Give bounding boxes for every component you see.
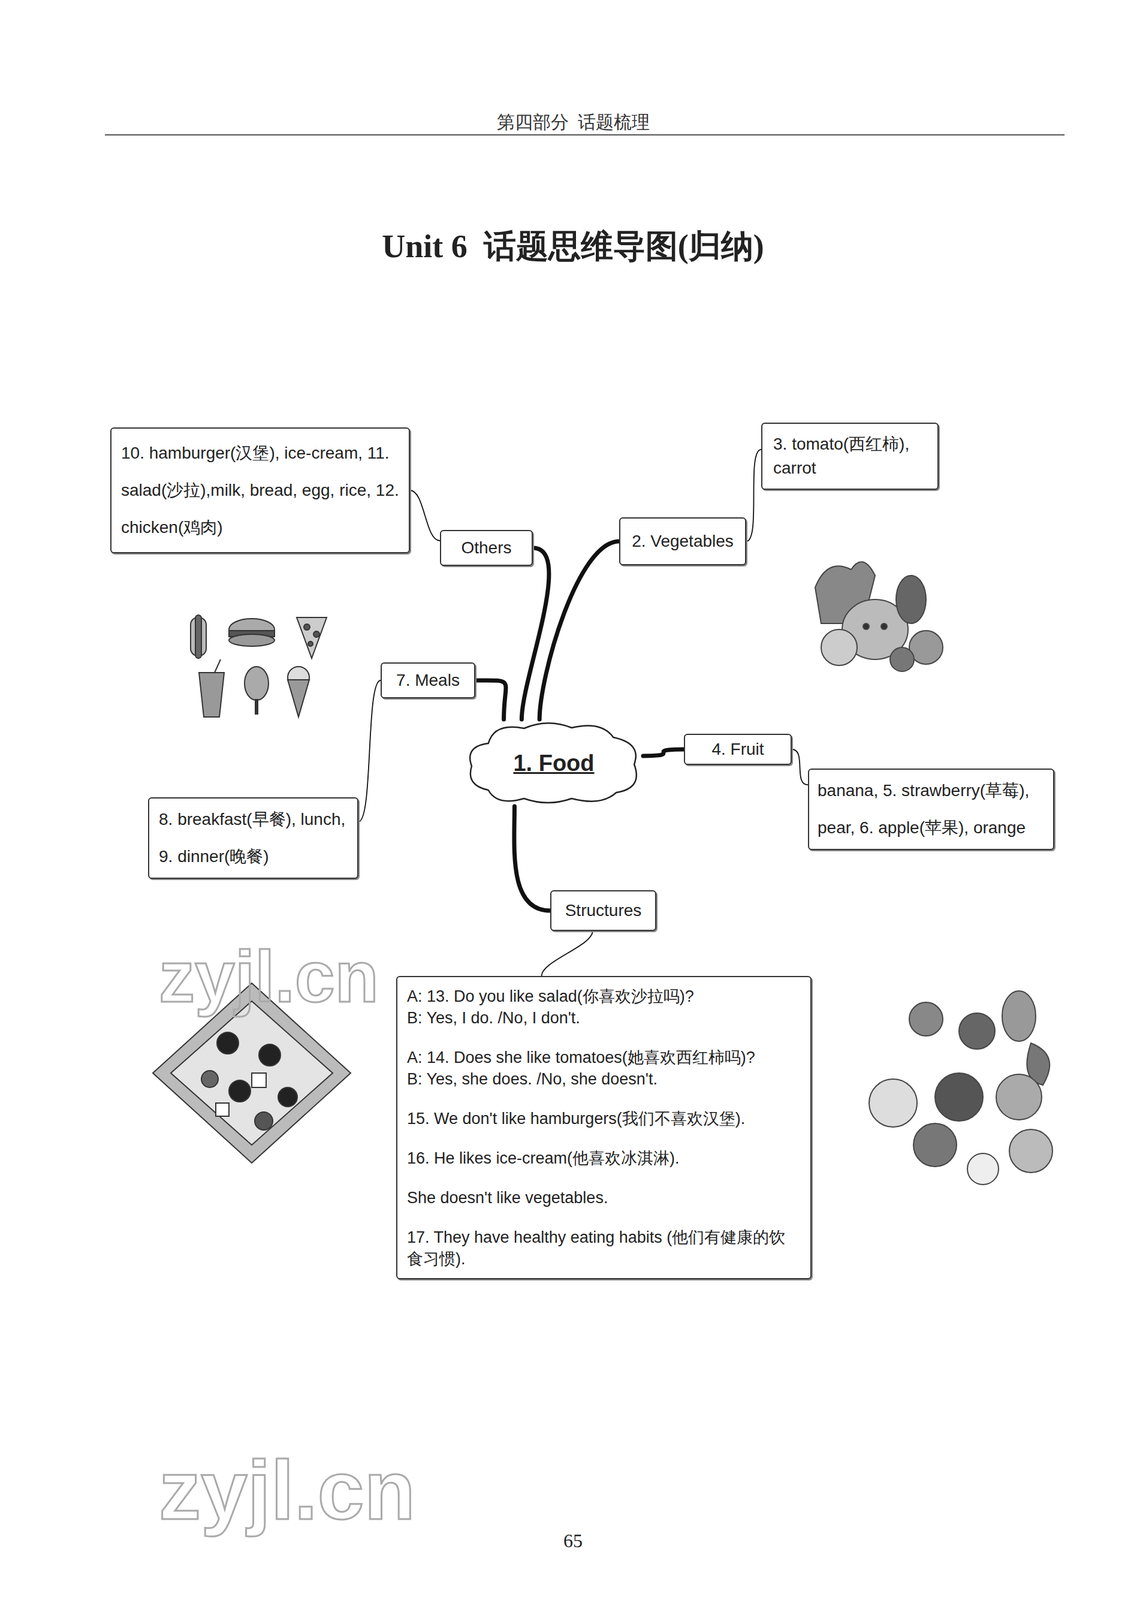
sub-branch bbox=[746, 449, 762, 542]
node-text: 10. hamburger(汉堡), ice-cream, 11. salad(… bbox=[121, 434, 400, 547]
main-branch bbox=[539, 541, 620, 720]
sub-branch bbox=[541, 930, 593, 976]
page-title: Unit 6 话题思维导图(归纳) bbox=[0, 224, 1146, 269]
branch-box: 2. Vegetables bbox=[619, 517, 747, 566]
branch-box: 7. Meals bbox=[380, 662, 476, 699]
sentence: A: 13. Do you like salad(你喜欢沙拉吗)? bbox=[406, 985, 801, 1007]
sentence: 16. He likes ice-cream(他喜欢冰淇淋). bbox=[406, 1147, 801, 1169]
main-branch bbox=[475, 680, 506, 720]
topic-list-box: 3. tomato(西红柿), carrot bbox=[761, 422, 939, 490]
node-text: Structures bbox=[557, 898, 650, 923]
sentence: 15. We don't like hamburgers(我们不喜欢汉堡). bbox=[406, 1107, 801, 1130]
main-branch bbox=[643, 749, 684, 756]
central-cloud: 1. Food bbox=[464, 719, 644, 807]
fast-food-icons bbox=[190, 614, 327, 717]
central-topic: 1. Food bbox=[513, 749, 594, 777]
node-text: 3. tomato(西红柿), carrot bbox=[773, 432, 927, 481]
node-text: Others bbox=[447, 535, 526, 560]
sub-branch bbox=[791, 749, 808, 785]
topic-list-box: banana, 5. strawberry(草莓), pear, 6. appl… bbox=[807, 768, 1055, 850]
vegetables-picture bbox=[815, 561, 943, 672]
node-text: banana, 5. strawberry(草莓), pear, 6. appl… bbox=[817, 771, 1045, 847]
fruits-picture bbox=[869, 990, 1053, 1185]
running-header: 第四部分 话题梳理 bbox=[0, 110, 1146, 135]
watermark: zyjl.cn bbox=[158, 935, 379, 1018]
sentence: She doesn't like vegetables. bbox=[406, 1186, 801, 1209]
main-branch bbox=[514, 806, 551, 911]
header-rule bbox=[104, 134, 1065, 136]
node-text: 2. Vegetables bbox=[626, 529, 740, 554]
branch-box: Others bbox=[439, 529, 533, 566]
branch-box: 4. Fruit bbox=[683, 733, 792, 765]
branch-box: Structures bbox=[550, 890, 657, 931]
node-text: 7. Meals bbox=[387, 668, 469, 693]
topic-list-box: 8. breakfast(早餐), lunch, 9. dinner(晚餐) bbox=[148, 797, 359, 879]
sentence: A: 14. Does she like tomatoes(她喜欢西红柿吗)? bbox=[406, 1046, 801, 1069]
watermark: zyjl.cn bbox=[158, 1441, 416, 1539]
sentence: B: Yes, I do. /No, I don't. bbox=[406, 1006, 801, 1029]
node-text: 8. breakfast(早餐), lunch, 9. dinner(晚餐) bbox=[158, 800, 348, 876]
sentence: B: Yes, she does. /No, she doesn't. bbox=[406, 1068, 801, 1090]
sentence-box: A: 13. Do you like salad(你喜欢沙拉吗)?B: Yes,… bbox=[396, 975, 812, 1280]
page-number: 65 bbox=[0, 1529, 1146, 1552]
main-branch bbox=[521, 547, 550, 720]
node-text: 4. Fruit bbox=[691, 737, 785, 762]
sub-branch bbox=[409, 490, 440, 541]
sentence: 17. They have healthy eating habits (他们有… bbox=[406, 1226, 801, 1270]
topic-list-box: 10. hamburger(汉堡), ice-cream, 11. salad(… bbox=[110, 427, 410, 554]
sub-branch bbox=[358, 680, 381, 822]
